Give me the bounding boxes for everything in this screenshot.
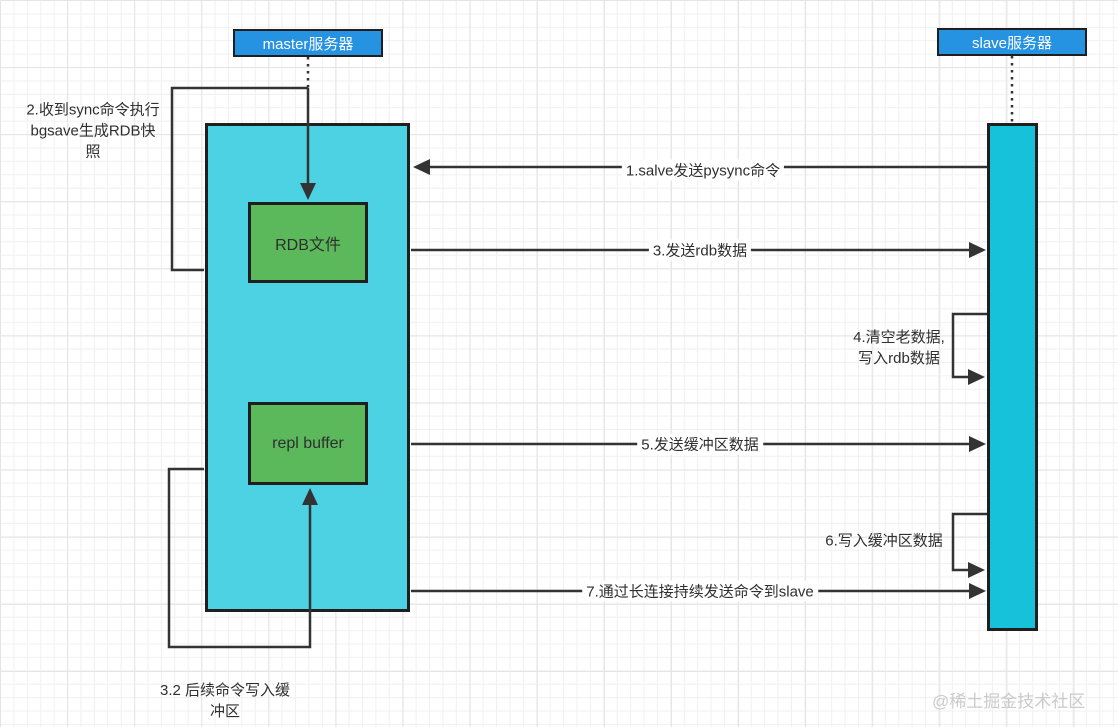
self-msg-2-bracket: [170, 86, 308, 272]
note2-line3: 照: [85, 143, 101, 161]
arrowhead-into-repl-buffer: [302, 488, 318, 505]
rdb-file-box: RDB文件: [248, 202, 368, 283]
arrowhead-msg1: [413, 159, 430, 175]
msg4-label-line2: 写入rdb数据: [858, 350, 940, 367]
rdb-file-label: RDB文件: [275, 236, 341, 254]
master-lifeline-label: master服务器: [262, 35, 354, 53]
note2-line2: bgsave生成RDB快: [30, 122, 156, 140]
slave-lifeline-label: slave服务器: [971, 34, 1053, 52]
msg6-label: 6.写入缓冲区数据: [825, 532, 943, 550]
repl-buffer-label: repl buffer: [272, 434, 344, 452]
msg4-label-line1: 4.清空老数据,: [853, 329, 945, 346]
arrowhead-msg3: [969, 242, 986, 258]
note2-annotation: 2.收到sync命令执行 bgsave生成RDB快 照: [26, 100, 159, 163]
master-lifeline-header: master服务器: [233, 29, 383, 57]
note32-annotation: 3.2 后续命令写入缓 冲区: [160, 680, 290, 722]
self-msg-4-bracket: [951, 312, 987, 379]
slave-lifeline-header: slave服务器: [937, 28, 1087, 56]
arrowhead-msg5: [969, 436, 986, 452]
slave-activation-bar: [987, 123, 1038, 631]
juejin-watermark: @稀土掘金技术社区: [932, 692, 1086, 711]
note2-line1: 2.收到sync命令执行: [26, 101, 160, 119]
msg5-label: 5.发送缓冲区数据: [637, 433, 763, 455]
msg7-label: 7.通过长连接持续发送命令到slave: [582, 580, 818, 602]
self-msg-32-bracket: [167, 467, 312, 649]
msg3-label: 3.发送rdb数据: [648, 239, 752, 261]
msg4-label: 4.清空老数据, 写入rdb数据: [853, 327, 945, 369]
note32-line2: 冲区: [209, 703, 240, 720]
note32-line1: 3.2 后续命令写入缓: [159, 682, 291, 699]
repl-buffer-box: repl buffer: [248, 402, 368, 485]
msg1-label: 1.salve发送pysync命令: [621, 159, 785, 181]
arrowhead-into-rdb: [300, 183, 316, 200]
arrowhead-msg6: [968, 562, 985, 578]
arrowhead-msg7: [969, 583, 986, 599]
self-msg-6-bracket: [951, 512, 987, 572]
arrowhead-msg4: [968, 369, 985, 385]
